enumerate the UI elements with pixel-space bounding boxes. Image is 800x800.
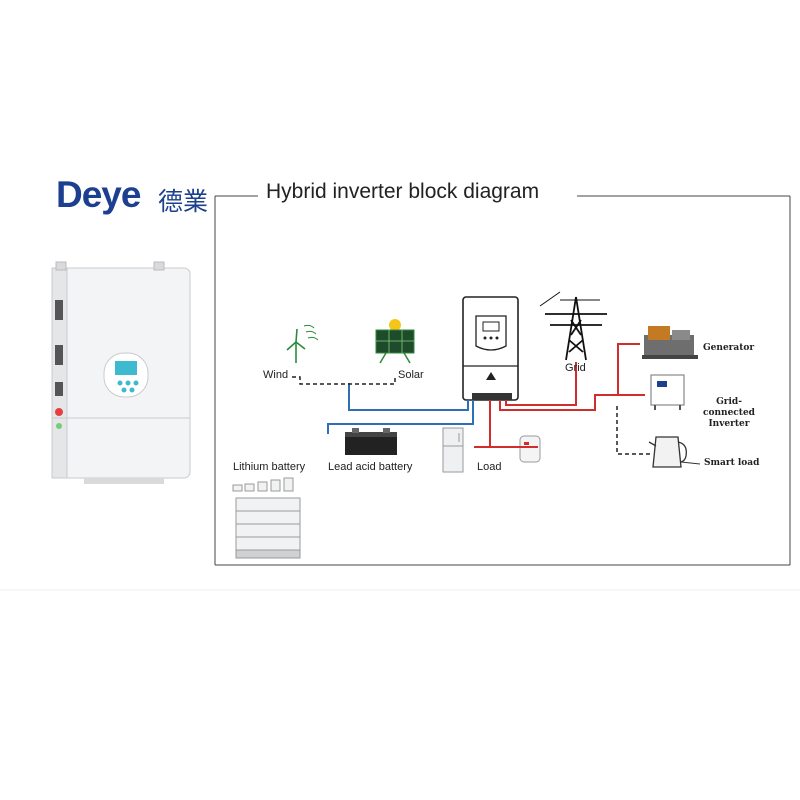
solar-label: Solar <box>398 369 424 381</box>
grid-connected-inverter-label-line-1: Grid-connected <box>703 397 755 418</box>
hybrid-inverter-unit-icon <box>462 296 519 401</box>
grid-label: Grid <box>565 362 586 374</box>
load-label: Load <box>477 461 502 473</box>
grid-connected-inverter-label-line-2: Inverter <box>708 419 750 429</box>
water-heater-icon <box>519 435 541 463</box>
grid-pylon-icon <box>539 291 607 361</box>
smart-load-label: Smart load <box>704 458 760 468</box>
generator-icon <box>642 326 698 359</box>
diagram-title: Hybrid inverter block diagram <box>260 180 546 204</box>
lithium-battery-stack-icon <box>232 477 301 559</box>
diagram-frame <box>214 195 791 566</box>
deye-logo-chinese: 德業 <box>158 187 209 216</box>
hybrid-inverter-product-image <box>51 261 191 484</box>
lead-acid-battery-icon <box>345 428 397 455</box>
signal-wiring <box>292 376 650 455</box>
generator-label: Generator <box>703 343 755 353</box>
ac-wiring <box>474 343 645 448</box>
solar-panel-icon <box>375 319 415 364</box>
grid-connected-inverter-label: Grid-connected Inverter <box>693 397 765 430</box>
deye-logo: Deye <box>56 174 141 215</box>
fridge-icon <box>442 427 464 473</box>
dc-wiring <box>327 383 474 434</box>
wind-label: Wind <box>263 369 289 381</box>
wind-turbine-icon <box>286 324 319 363</box>
lithium-battery-label: Lithium battery <box>233 461 306 473</box>
lead-acid-battery-label: Lead acid battery <box>328 461 413 473</box>
smart-load-kettle-icon <box>648 436 701 468</box>
grid-connected-inverter-icon <box>650 374 685 410</box>
